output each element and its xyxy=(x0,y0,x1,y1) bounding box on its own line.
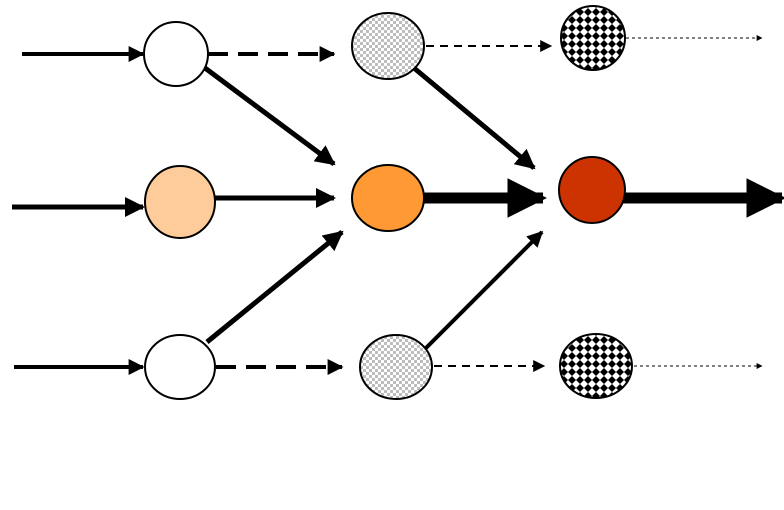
edge-n4-to-n8 xyxy=(412,66,536,170)
node-n9 xyxy=(559,333,633,399)
edge-n6-to-n8 xyxy=(422,230,544,352)
node-n7 xyxy=(560,5,626,71)
node-n6 xyxy=(359,334,433,400)
node-n2 xyxy=(144,165,216,239)
edge-n1-to-n5 xyxy=(203,65,336,167)
node-n3 xyxy=(144,334,216,400)
node-n1 xyxy=(143,21,209,87)
node-n8 xyxy=(558,156,626,224)
node-n4 xyxy=(351,12,425,80)
node-n5 xyxy=(351,164,425,232)
edge-n3-to-n5 xyxy=(205,230,344,344)
